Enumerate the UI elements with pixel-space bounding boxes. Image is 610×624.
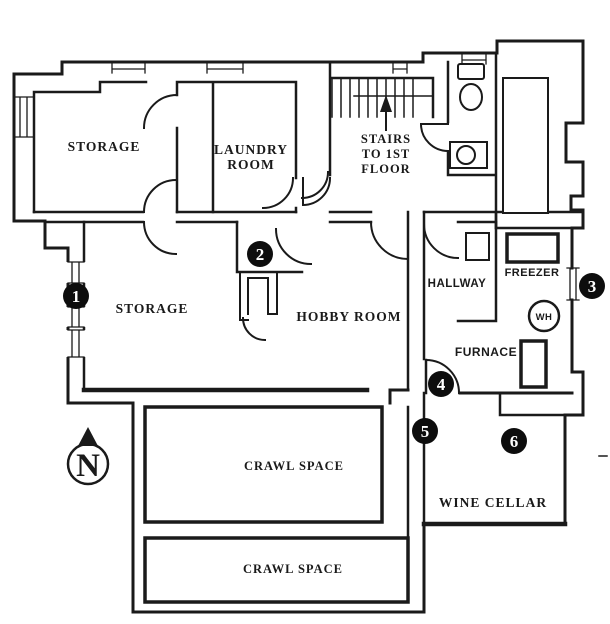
toilet-tank-icon: [457, 63, 485, 80]
svg-text:6: 6: [510, 432, 519, 451]
interior-walls: [32, 51, 585, 540]
compass-circle: [66, 442, 110, 486]
label-stairs-3: FLOOR: [361, 162, 410, 176]
label-water-heater: WH: [536, 312, 553, 323]
svg-text:3: 3: [588, 277, 597, 296]
stairs: [331, 77, 434, 131]
stairs-arrow-head: [380, 95, 392, 112]
label-wine-cellar: WINE CELLAR: [439, 495, 547, 510]
label-hobby-room: HOBBY ROOM: [296, 309, 401, 324]
hallway-box: [465, 232, 490, 261]
label-crawl-space-lower: CRAWL SPACE: [243, 562, 343, 576]
furnace-box: [519, 339, 548, 389]
freezer-box: [505, 232, 560, 264]
shelf-area: [502, 77, 549, 214]
doors: [142, 93, 461, 395]
marker-1: 1: [63, 283, 89, 309]
marker-2: 2: [247, 241, 273, 267]
compass: N: [66, 427, 110, 486]
svg-text:4: 4: [437, 375, 446, 394]
label-stairs-2: TO 1ST: [362, 147, 411, 161]
label-laundry-2: ROOM: [227, 157, 275, 172]
sink-basin-icon: [456, 145, 476, 165]
svg-text:2: 2: [256, 245, 265, 264]
label-hallway: HALLWAY: [428, 278, 487, 290]
label-storage-lower: STORAGE: [116, 301, 189, 316]
crawl-space-upper-outline: [143, 405, 384, 524]
label-laundry-1: LAUNDRY: [214, 142, 288, 157]
crawl-spaces: [143, 405, 410, 604]
compass-arrow-icon: [78, 427, 98, 446]
fixtures: [449, 63, 561, 389]
label-crawl-space-upper: CRAWL SPACE: [244, 459, 344, 473]
markers: 1 2 3 4 5 6: [63, 241, 605, 454]
label-furnace: FURNACE: [455, 345, 517, 359]
crawl-space-lower-outline: [143, 536, 410, 604]
label-storage-upper: STORAGE: [68, 139, 141, 154]
compass-north-label: N: [76, 448, 100, 484]
toilet-bowl-icon: [459, 83, 483, 111]
marker-3: 3: [579, 273, 605, 299]
svg-text:1: 1: [72, 287, 81, 306]
marker-6: 6: [501, 428, 527, 454]
label-stairs-1: STAIRS: [361, 132, 411, 146]
room-labels: STORAGE LAUNDRY ROOM STAIRS TO 1ST FLOOR…: [68, 132, 560, 576]
label-freezer: FREEZER: [505, 267, 560, 279]
exterior-walls: [12, 39, 585, 614]
marker-5: 5: [412, 418, 438, 444]
svg-text:5: 5: [421, 422, 430, 441]
windows: [13, 52, 608, 457]
marker-4: 4: [428, 371, 454, 397]
water-heater-icon: [527, 299, 561, 333]
